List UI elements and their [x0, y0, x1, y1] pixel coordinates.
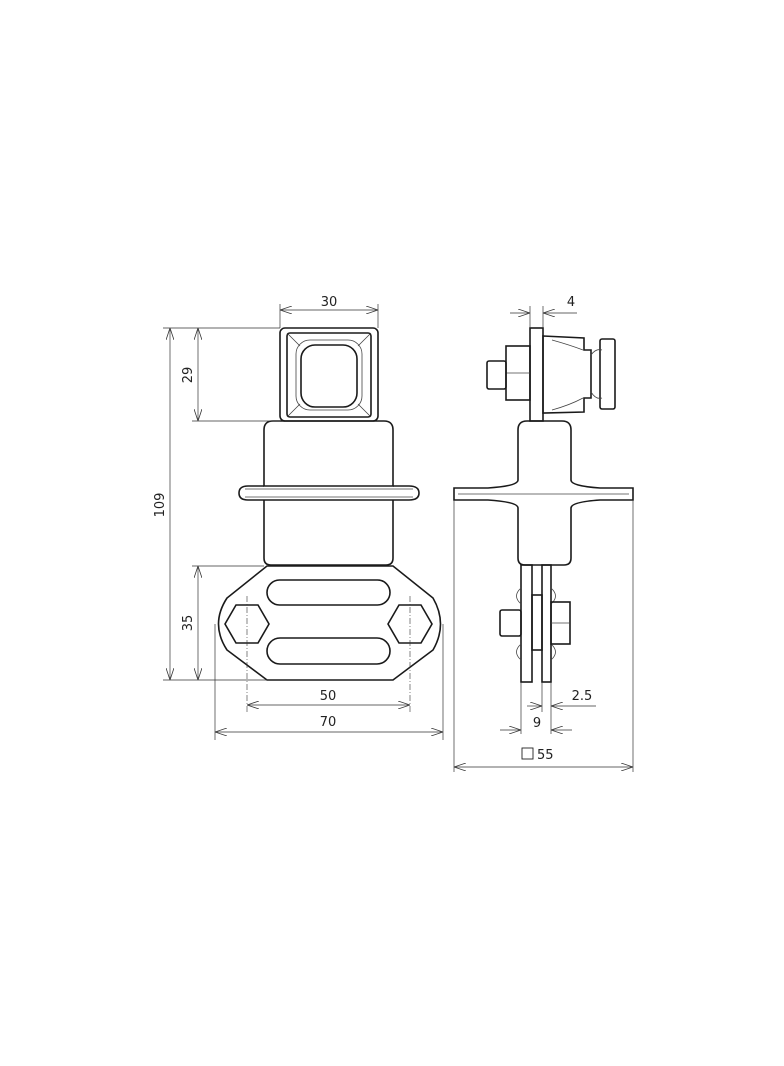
svg-text:50: 50: [320, 689, 337, 704]
dimension-9: 9: [500, 682, 572, 734]
dimension-29: 29: [181, 328, 280, 422]
hex-nut-left: [224, 604, 270, 644]
svg-text:35: 35: [181, 615, 196, 632]
dimension-30: 30: [279, 295, 379, 328]
dimension-4: 4: [510, 295, 577, 328]
svg-text:2.5: 2.5: [572, 689, 593, 704]
dimension-35: 35: [181, 565, 264, 680]
base-plate: [217, 565, 442, 712]
front-view: 30 109 29 35 50 70: [153, 295, 444, 740]
dimension-2-5: 2.5: [527, 682, 596, 712]
dimension-109: 109: [153, 327, 280, 681]
square-clamp-head: [279, 327, 379, 422]
svg-text:4: 4: [567, 295, 575, 310]
svg-text:70: 70: [320, 715, 337, 730]
svg-text:109: 109: [153, 493, 168, 518]
svg-text:29: 29: [181, 367, 196, 384]
hex-nut-right: [387, 604, 433, 644]
dimension-70: 70: [214, 624, 444, 740]
svg-text:9: 9: [533, 716, 541, 731]
square-symbol: [521, 747, 534, 760]
side-lower-plates: [499, 564, 571, 683]
svg-text:55: 55: [537, 748, 554, 763]
dimension-55: 55: [453, 500, 634, 772]
clamp-assembly: [486, 327, 616, 422]
side-view: 4 2.5 9 55: [453, 295, 634, 772]
side-insulator-body: [453, 420, 634, 566]
insulator-body: [238, 420, 420, 566]
svg-text:30: 30: [321, 295, 338, 310]
dimension-50: 50: [247, 689, 410, 705]
